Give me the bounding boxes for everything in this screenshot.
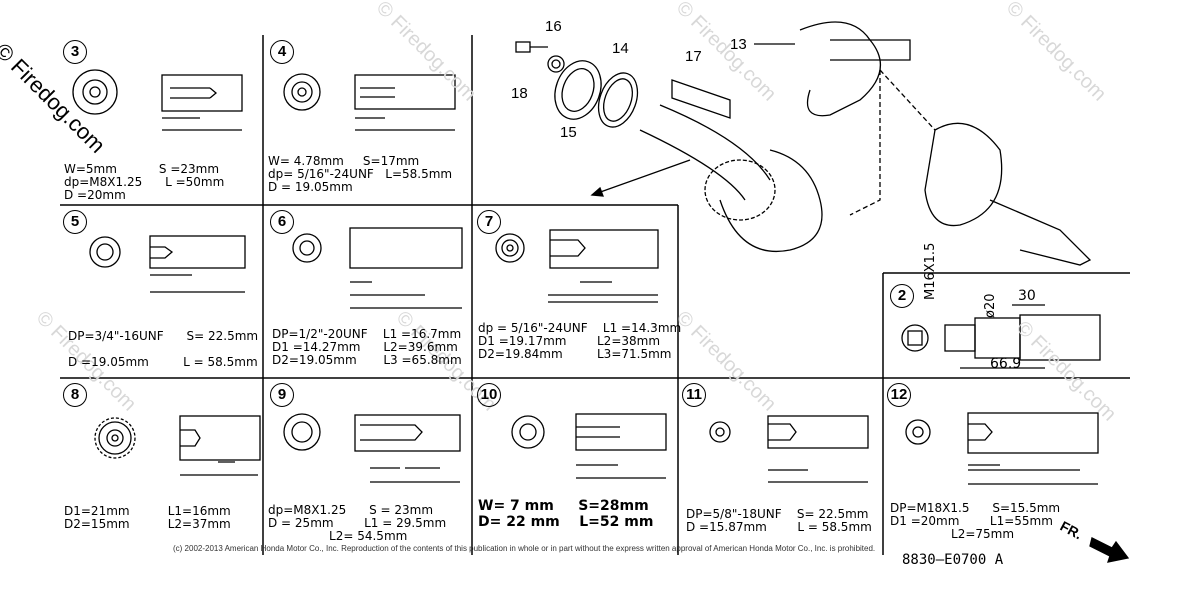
panel-number-8: 8 bbox=[63, 383, 87, 407]
panel-number-4: 4 bbox=[270, 40, 294, 64]
spec-4: W= 4.78mm S=17mm dp= 5/16"-24UNF L=58.5m… bbox=[268, 154, 453, 194]
panel-number-10: 10 bbox=[477, 383, 501, 407]
panel-number-7: 7 bbox=[477, 210, 501, 234]
callout-18: 18 bbox=[511, 85, 528, 102]
panel-2-dim-669: 66.9 bbox=[990, 356, 1022, 372]
callout-13: 13 bbox=[730, 36, 747, 53]
panel-number-9: 9 bbox=[270, 383, 294, 407]
shaft-12-drawing bbox=[905, 412, 1099, 485]
shaft-5-drawing bbox=[89, 235, 246, 293]
callout-14: 14 bbox=[612, 40, 629, 57]
shaft-11-drawing bbox=[709, 415, 869, 483]
panel-number-11: 11 bbox=[682, 383, 706, 407]
callout-15: 15 bbox=[560, 124, 577, 141]
shaft-10-drawing bbox=[511, 413, 667, 479]
panel-number-2: 2 bbox=[890, 284, 914, 308]
spec-9: dp=M8X1.25 S = 23mm D = 25mm L1 = 29.5mm… bbox=[268, 503, 447, 543]
shaft-3-drawing bbox=[72, 69, 243, 131]
shaft-7-drawing bbox=[495, 229, 659, 303]
panel-number-12: 12 bbox=[887, 383, 911, 407]
shaft-2-drawing bbox=[901, 304, 1101, 369]
callout-16: 16 bbox=[545, 18, 562, 35]
callout-17: 17 bbox=[685, 48, 702, 65]
copyright-notice: (c) 2002-2013 American Honda Motor Co., … bbox=[173, 544, 876, 553]
drawing-code: 8830—E0700 A bbox=[902, 552, 1004, 568]
spec-7: dp = 5/16"-24UNF L1 =14.3mm D1 =19.17mm … bbox=[478, 321, 682, 361]
shaft-9-drawing bbox=[283, 413, 461, 483]
front-arrow bbox=[1089, 537, 1130, 563]
exploded-view-drawing bbox=[515, 21, 1092, 266]
panel-2-diameter-label: ø20 bbox=[983, 293, 998, 319]
panel-2-dim-30: 30 bbox=[1018, 288, 1036, 304]
shaft-4-drawing bbox=[283, 73, 456, 131]
grid-lines bbox=[60, 35, 1130, 555]
panel-2-thread-label: M16X1.5 bbox=[923, 242, 938, 300]
panel-number-6: 6 bbox=[270, 210, 294, 234]
spec-10: W= 7 mm S=28mm D= 22 mm L=52 mm bbox=[478, 498, 654, 530]
spec-5: DP=3/4"-16UNF S= 22.5mm D =19.05mm L = 5… bbox=[68, 329, 259, 369]
spec-12: DP=M18X1.5 S=15.5mm D1 =20mm L1=55mm L2=… bbox=[890, 501, 1061, 541]
shaft-6-drawing bbox=[292, 227, 463, 309]
panel-number-3: 3 bbox=[63, 40, 87, 64]
panel-number-5: 5 bbox=[63, 210, 87, 234]
spec-11: DP=5/8"-18UNF S= 22.5mm D =15.87mm L = 5… bbox=[686, 507, 872, 534]
shaft-8-drawing bbox=[94, 415, 261, 476]
spec-6: DP=1/2"-20UNF L1 =16.7mm D1 =14.27mm L2=… bbox=[272, 327, 462, 367]
spec-8: D1=21mm L1=16mm D2=15mm L2=37mm bbox=[64, 504, 231, 531]
spec-3: W=5mm S =23mm dp=M8X1.25 L =50mm D =20mm bbox=[64, 162, 225, 202]
